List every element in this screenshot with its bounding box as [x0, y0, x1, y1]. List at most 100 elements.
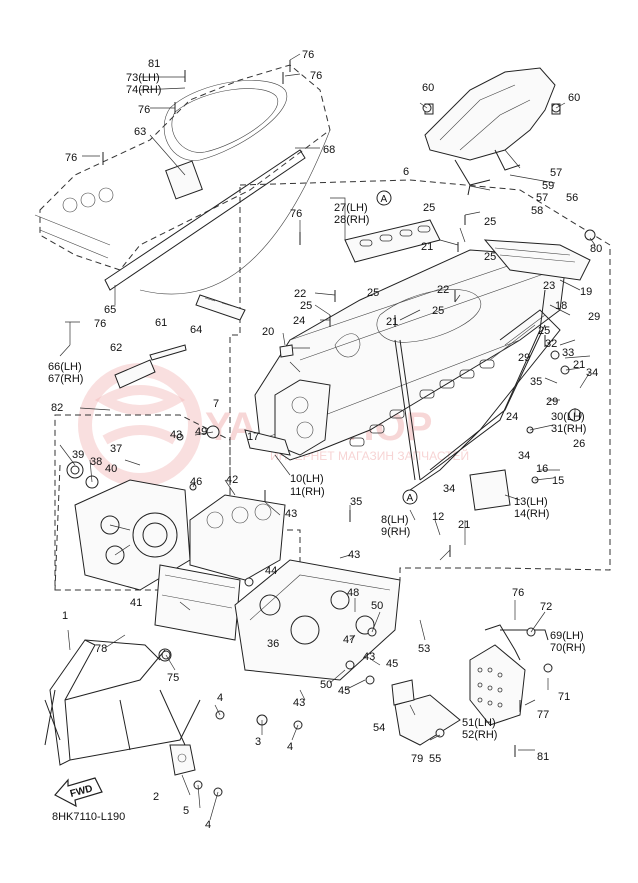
label-79: 79: [411, 753, 423, 765]
label-5: 5: [183, 805, 189, 817]
label-44: 44: [265, 565, 277, 577]
label-13-lh: 13(LH): [514, 496, 548, 508]
label-15: 15: [552, 475, 564, 487]
main-tunnel: [254, 249, 566, 491]
label-27-lh: 27(LH): [334, 202, 368, 214]
label-41: 41: [130, 597, 142, 609]
label-77: 77: [537, 709, 549, 721]
tunnel-top-panel: [34, 64, 331, 295]
label-50-a: 50: [371, 600, 383, 612]
label-76-e: 76: [94, 318, 106, 330]
label-38: 38: [90, 456, 102, 468]
label-42: 42: [226, 474, 238, 486]
label-51-lh: 51(LH): [462, 717, 496, 729]
label-73-lh: 73(LH): [126, 72, 160, 84]
label-21-b: 21: [386, 316, 398, 328]
label-24-a: 24: [293, 315, 305, 327]
label-25-c: 25: [484, 251, 496, 263]
label-76-c: 76: [302, 49, 314, 61]
label-76-d: 76: [310, 70, 322, 82]
label-72: 72: [540, 601, 552, 613]
label-22-b: 22: [437, 284, 449, 296]
label-19: 19: [580, 286, 592, 298]
label-62: 62: [110, 342, 122, 354]
rear-bracket-18-19: [483, 239, 591, 281]
label-66-lh: 66(LH): [48, 361, 82, 373]
label-71: 71: [558, 691, 570, 703]
label-45-a: 45: [386, 658, 398, 670]
label-7: 7: [213, 398, 219, 410]
label-14-rh: 14(RH): [514, 508, 549, 520]
label-29-c: 29: [546, 396, 558, 408]
label-25-g: 25: [538, 325, 550, 337]
label-61: 61: [155, 317, 167, 329]
label-56: 56: [566, 192, 578, 204]
label-65: 65: [104, 304, 116, 316]
rear-tail-section: [424, 67, 561, 196]
label-43-e: 43: [293, 697, 305, 709]
label-78: 78: [95, 643, 107, 655]
label-12: 12: [432, 511, 444, 523]
label-57-b: 57: [536, 192, 548, 204]
bracket-2: [169, 744, 196, 776]
label-80: 80: [590, 243, 602, 255]
callout-a-bottom-label: A: [407, 493, 414, 504]
label-76-f: 76: [290, 208, 302, 220]
label-40: 40: [105, 463, 117, 475]
label-34-b: 34: [518, 450, 530, 462]
label-8-lh: 8(LH): [381, 514, 409, 526]
label-43-d: 43: [363, 651, 375, 663]
label-76-a: 76: [138, 104, 150, 116]
label-69-lh: 69(LH): [550, 630, 584, 642]
label-82: 82: [51, 402, 63, 414]
label-18: 18: [555, 300, 567, 312]
center-housing-41-42: [154, 494, 286, 641]
label-25-a: 25: [423, 202, 435, 214]
slide-rails: [394, 289, 546, 481]
label-60-b: 60: [568, 92, 580, 104]
label-17: 17: [247, 431, 259, 443]
label-16: 16: [536, 463, 548, 475]
label-43-c: 43: [348, 549, 360, 561]
label-29-b: 29: [518, 352, 530, 364]
front-frame-1: [44, 639, 201, 766]
label-22-a: 22: [294, 288, 306, 300]
label-75: 75: [167, 672, 179, 684]
label-47: 47: [343, 634, 355, 646]
leader-lines: [59, 53, 596, 821]
label-36: 36: [267, 638, 279, 650]
label-34-c: 34: [443, 483, 455, 495]
label-25-e: 25: [300, 300, 312, 312]
label-11-rh: 11(RH): [290, 486, 325, 498]
label-35-a: 35: [530, 376, 542, 388]
label-34-a: 34: [586, 367, 598, 379]
label-59: 59: [542, 180, 554, 192]
label-46: 46: [190, 476, 202, 488]
label-67-rh: 67(RH): [48, 373, 83, 385]
callout-a-bottom: A: [402, 489, 418, 505]
label-57-a: 57: [550, 167, 562, 179]
label-10-lh: 10(LH): [290, 473, 324, 485]
part-labels: 81 73(LH) 74(RH) 76 63 76 76 76 68 65 76…: [48, 49, 602, 831]
label-63: 63: [134, 126, 146, 138]
label-25-b: 25: [484, 216, 496, 228]
bulkhead-left-plate: [66, 461, 191, 591]
label-4-b: 4: [287, 741, 293, 753]
label-30-lh: 30(LH): [551, 411, 585, 423]
label-81-bottom: 81: [537, 751, 549, 763]
front-bulkhead-36: [234, 559, 401, 681]
callout-a-top: A: [376, 190, 392, 206]
label-26: 26: [573, 438, 585, 450]
label-64: 64: [190, 324, 202, 336]
label-28-rh: 28(RH): [334, 214, 369, 226]
label-55: 55: [429, 753, 441, 765]
label-6: 6: [403, 166, 409, 178]
label-20: 20: [262, 326, 274, 338]
watermark-subtext: ИНТЕРНЕТ МАГАЗИН ЗАПЧАСТЕЙ: [270, 448, 469, 463]
label-45-b: 45: [338, 685, 350, 697]
label-32: 32: [545, 338, 557, 350]
small-parts-left: [114, 294, 294, 456]
label-25-f: 25: [432, 305, 444, 317]
label-53: 53: [418, 643, 430, 655]
